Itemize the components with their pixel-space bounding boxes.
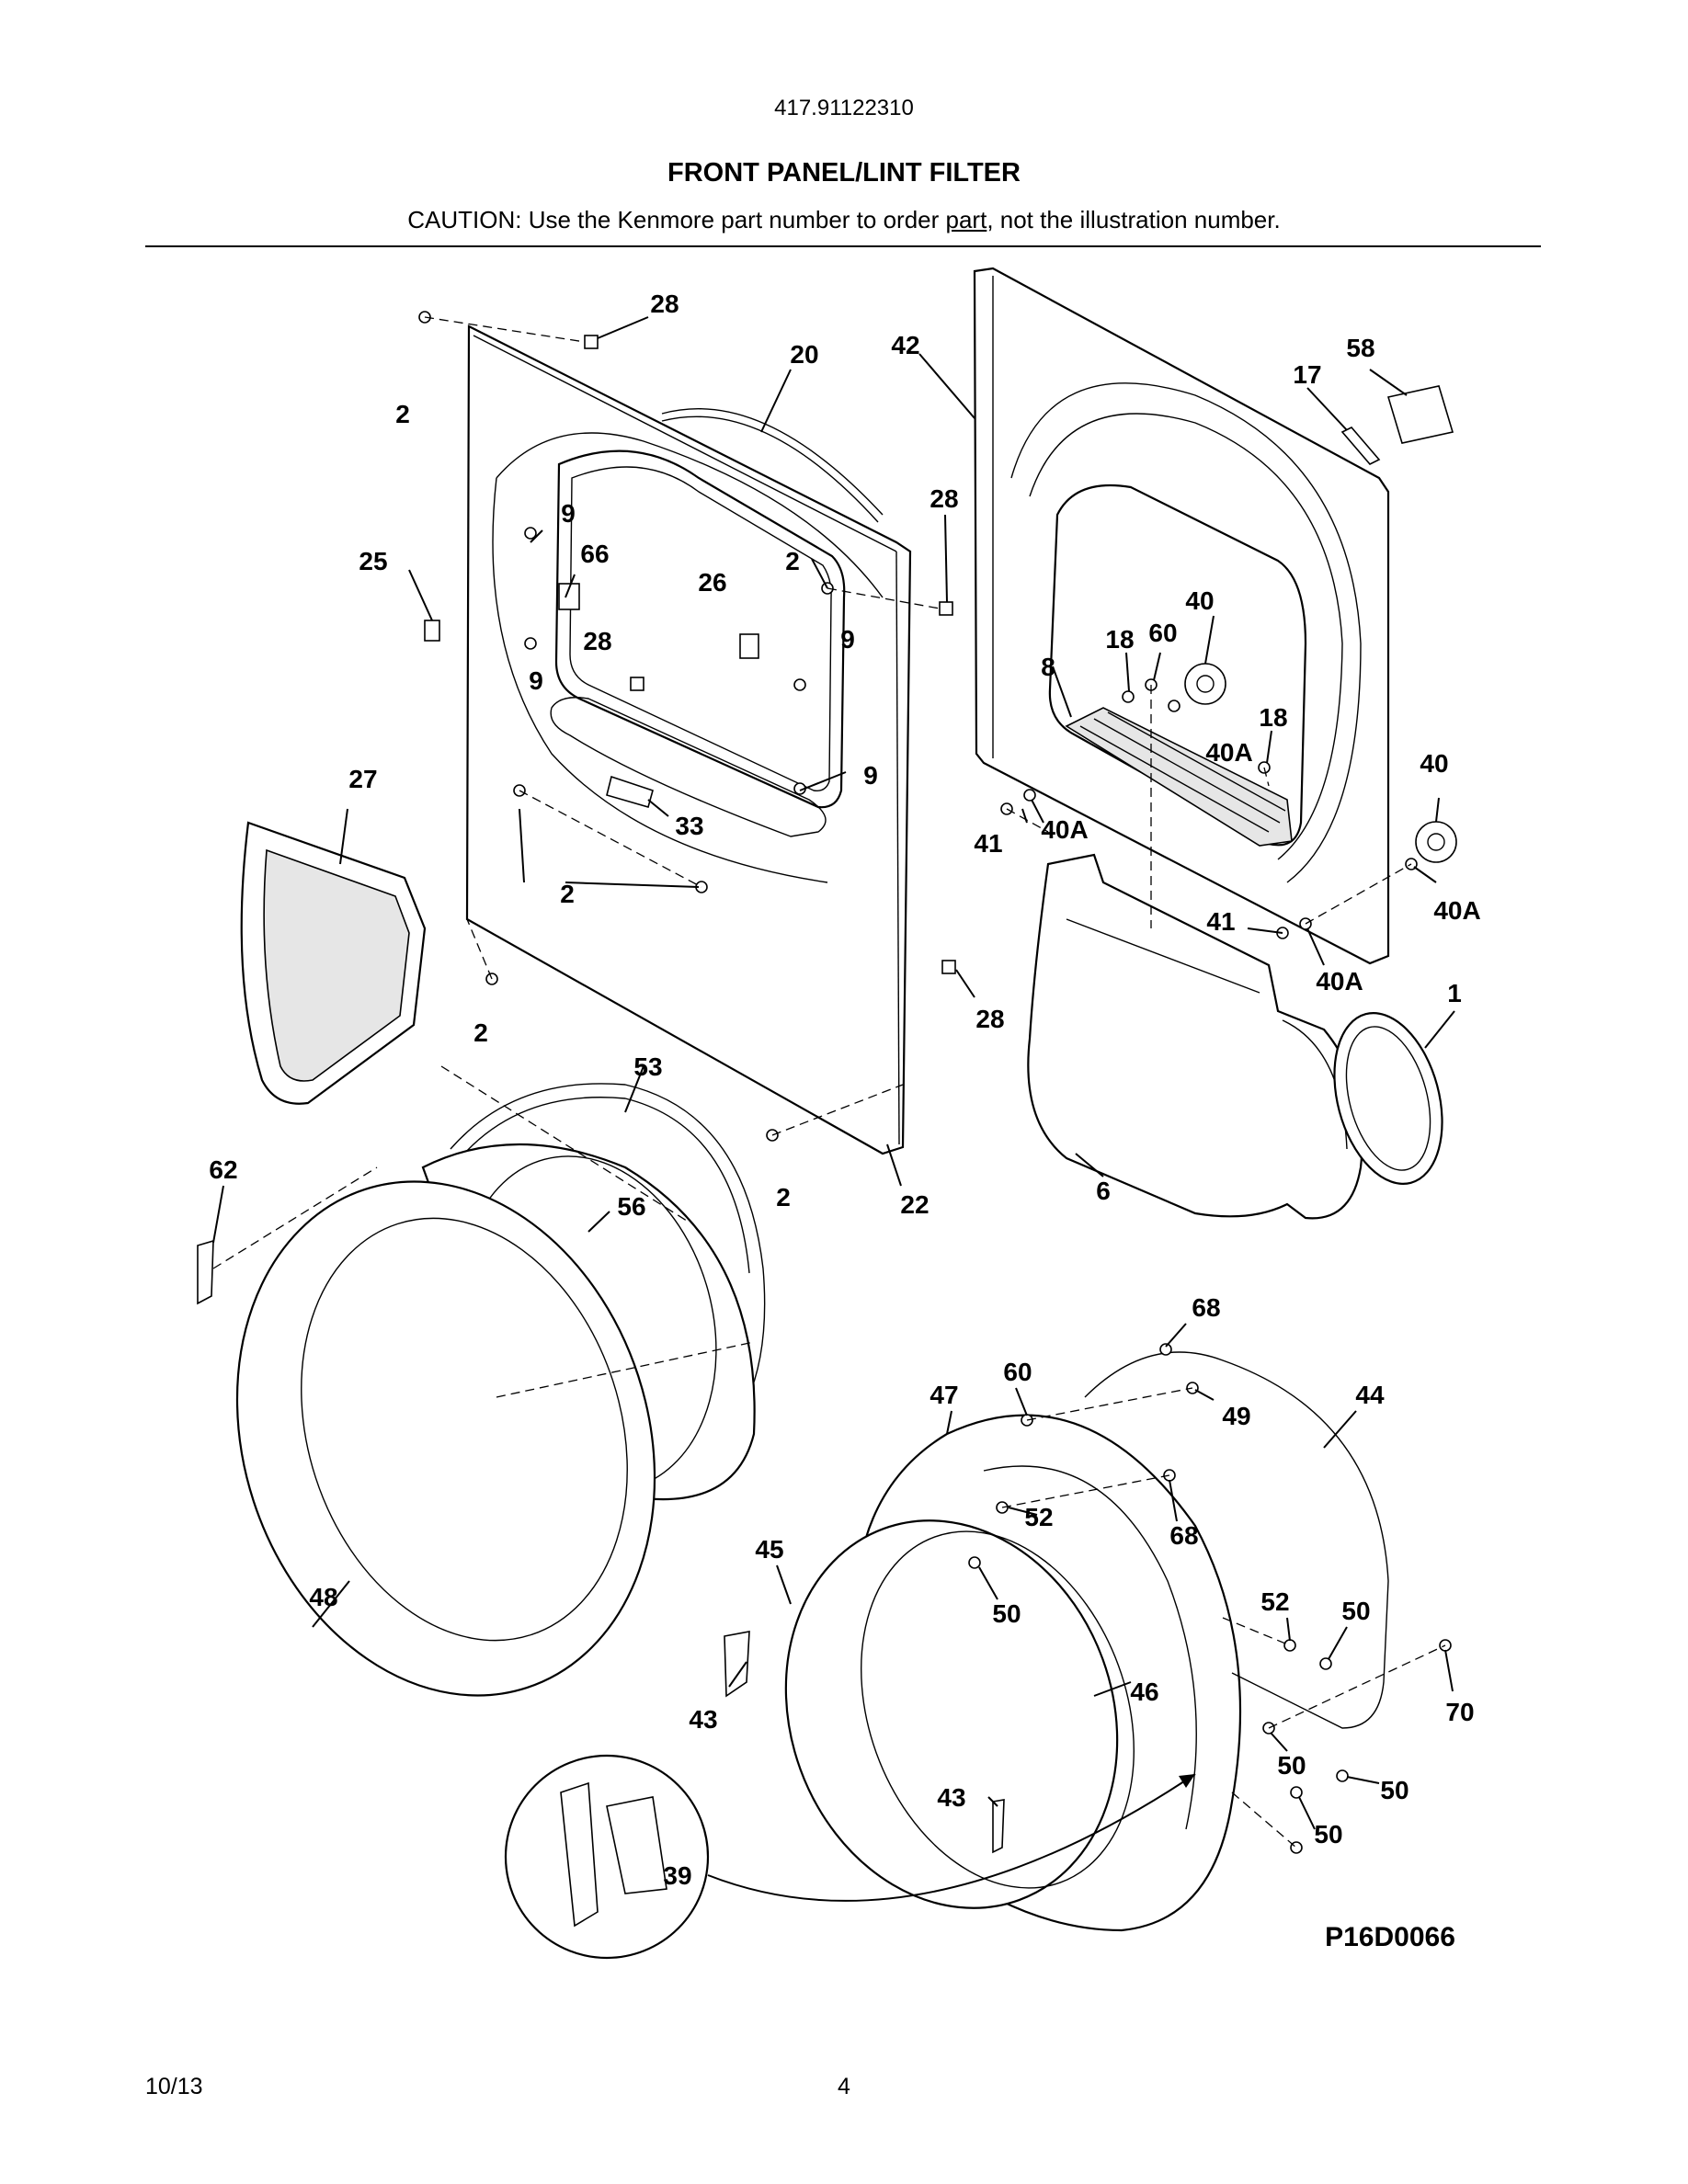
lint-filter-part — [240, 821, 427, 1105]
rear-bulkhead-part — [973, 267, 1390, 965]
door-outer-part — [235, 1180, 656, 1697]
header-divider — [145, 245, 1541, 247]
page-number: 4 — [838, 2074, 850, 2099]
callout-label: 50 — [1314, 1820, 1342, 1848]
diagram-id: P16D0066 — [1325, 1922, 1455, 1952]
latch-part-lower — [992, 1799, 1005, 1854]
strap-part — [1340, 427, 1381, 465]
callout-label: 42 — [891, 331, 919, 359]
caution-text-end: , not the illustration number. — [987, 206, 1281, 233]
callout-label: 40 — [1420, 749, 1448, 778]
screws-hardware — [418, 311, 1452, 1854]
callout-label: 28 — [650, 290, 679, 318]
callout-label: 41 — [974, 829, 1002, 858]
callout-label: 43 — [937, 1783, 965, 1812]
callout-label: 40A — [1041, 815, 1088, 844]
callout-label: 44 — [1355, 1381, 1385, 1409]
duct-seal-part — [1333, 1012, 1443, 1185]
callout-label: 28 — [583, 627, 611, 655]
callout-label: 28 — [975, 1005, 1004, 1033]
callout-label: 40A — [1316, 967, 1363, 995]
callout-label: 43 — [689, 1705, 717, 1734]
callout-label: 2 — [395, 400, 410, 428]
model-number: 417.91122310 — [774, 96, 914, 120]
callout-label: 41 — [1206, 907, 1235, 936]
callout-label: 25 — [359, 547, 387, 575]
front-panel-part — [465, 324, 912, 1155]
callout-label: 50 — [1277, 1751, 1306, 1780]
callout-label: 27 — [348, 765, 377, 793]
callout-label: 50 — [1341, 1597, 1370, 1625]
bearing-part — [1184, 663, 1226, 705]
door-gasket-part — [861, 1530, 1135, 1889]
callout-label: 46 — [1130, 1678, 1158, 1706]
callout-label: 26 — [698, 568, 726, 597]
callout-label: 40A — [1433, 896, 1480, 925]
callout-label: 18 — [1259, 703, 1287, 732]
callout-label: 2 — [776, 1183, 791, 1211]
callout-label: 2 — [473, 1018, 488, 1047]
alignment-lines — [212, 316, 1446, 1848]
callout-label: 70 — [1445, 1698, 1474, 1726]
callout-label: 17 — [1293, 360, 1321, 389]
callout-label: 20 — [790, 340, 818, 369]
callout-label: 9 — [529, 666, 543, 695]
callout-label: 45 — [755, 1535, 783, 1564]
caution-note: CAUTION: Use the Kenmore part number to … — [0, 206, 1688, 234]
callout-label: 2 — [785, 547, 800, 575]
callout-labels: 28 20 42 58 17 2 9 66 25 2 26 28 9 28 9 … — [209, 290, 1480, 1952]
callout-label: 68 — [1169, 1521, 1198, 1550]
callout-label: 48 — [309, 1583, 337, 1611]
callout-label: 60 — [1148, 619, 1177, 647]
callout-label: 66 — [580, 540, 609, 568]
outer-gasket-part — [1084, 1351, 1389, 1729]
callout-label: 40A — [1205, 738, 1252, 767]
latch-detail-inset — [504, 1754, 1196, 1960]
callout-label: 62 — [209, 1155, 237, 1184]
callout-label: 22 — [900, 1190, 929, 1219]
door-seal-part — [661, 408, 884, 516]
latch-part-upper — [724, 1631, 750, 1698]
callout-label: 40 — [1185, 586, 1214, 615]
door-inner-seal-part — [450, 1083, 766, 1435]
callout-label: 18 — [1105, 625, 1134, 654]
callout-label: 47 — [930, 1381, 958, 1409]
callout-label: 52 — [1024, 1503, 1053, 1531]
callout-label: 68 — [1192, 1293, 1220, 1322]
callout-label: 50 — [992, 1599, 1021, 1628]
callout-label: 50 — [1380, 1776, 1409, 1804]
callout-label: 56 — [617, 1192, 645, 1221]
page-title: FRONT PANEL/LINT FILTER — [667, 158, 1021, 188]
hinge-cover-part — [197, 1239, 214, 1305]
terminal-block-part — [1386, 385, 1454, 444]
caution-text-start: CAUTION: Use the Kenmore part number to … — [407, 206, 946, 233]
callout-label: 1 — [1447, 979, 1462, 1007]
callout-label: 6 — [1096, 1177, 1111, 1205]
caution-underlined-word: part — [945, 206, 987, 233]
bearing-part-lower — [1415, 821, 1457, 863]
revision-date: 10/13 — [145, 2074, 203, 2099]
door-glass-part — [784, 1519, 1119, 1909]
callout-label: 60 — [1003, 1358, 1032, 1386]
callout-label: 33 — [675, 812, 703, 840]
leader-lines — [212, 316, 1455, 1830]
callout-label: 49 — [1222, 1402, 1250, 1430]
callout-label: 9 — [561, 499, 576, 528]
callout-label: 39 — [663, 1861, 691, 1890]
callout-label: 2 — [560, 880, 575, 908]
callout-label: 53 — [633, 1052, 662, 1081]
callout-label: 8 — [1041, 653, 1055, 681]
callout-label: 52 — [1260, 1587, 1289, 1616]
callout-label: 58 — [1346, 334, 1374, 362]
callout-label: 9 — [863, 761, 878, 790]
callout-label: 28 — [930, 484, 958, 513]
callout-label: 9 — [840, 625, 855, 654]
